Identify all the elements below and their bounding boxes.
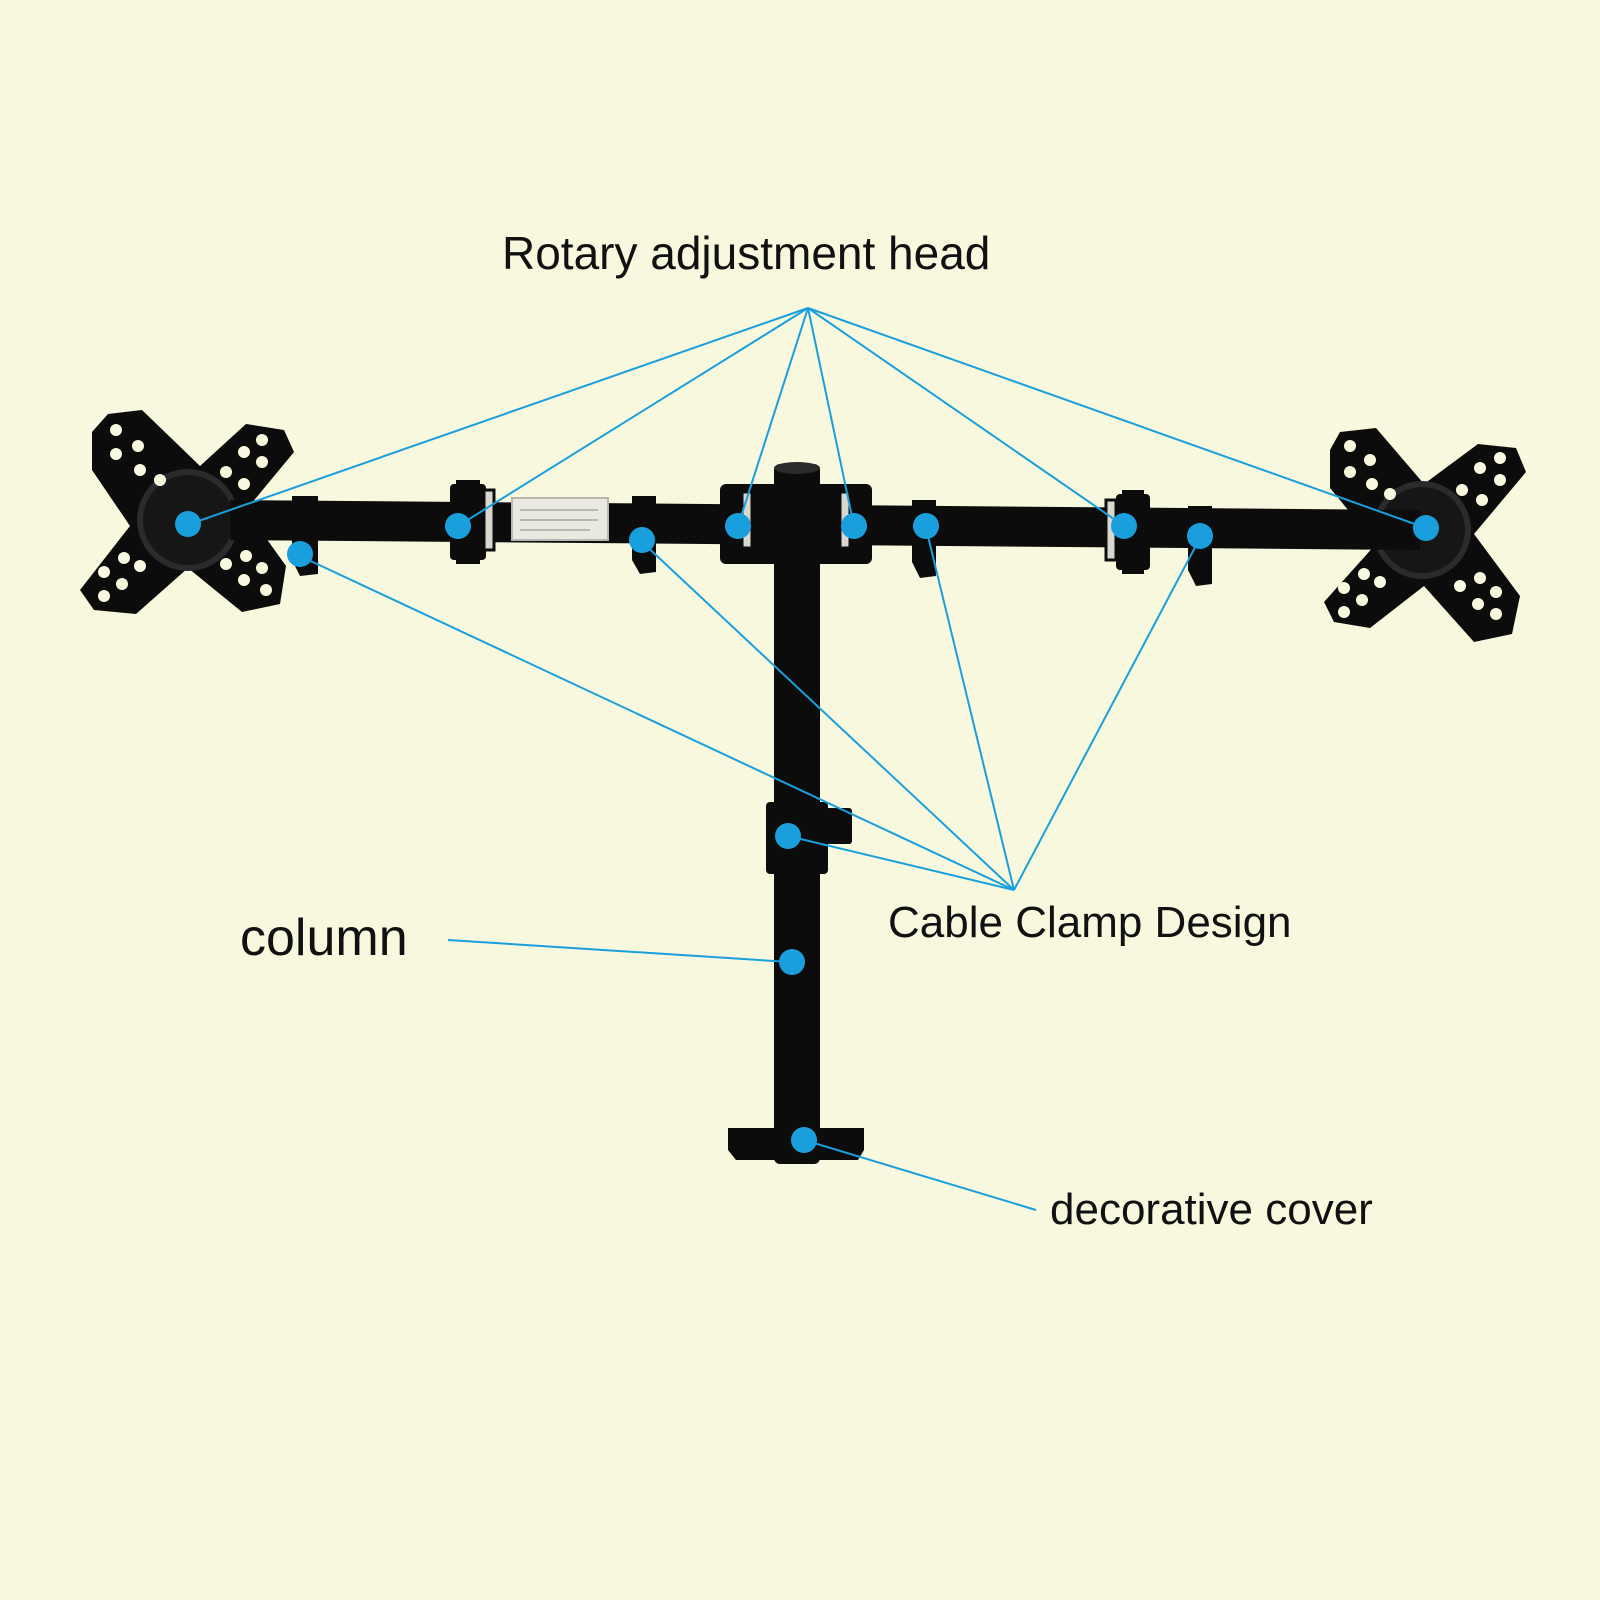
dot-center-right <box>841 513 867 539</box>
dot-left-rotary <box>175 511 201 537</box>
callout-dots <box>175 511 1439 1153</box>
dot-left-joint <box>445 513 471 539</box>
dot-clamp-1 <box>287 541 313 567</box>
dot-right-joint <box>1111 513 1137 539</box>
callout-lines <box>189 307 1427 1211</box>
column-post <box>766 462 852 1164</box>
dot-right-rotary <box>1413 515 1439 541</box>
dot-column-clamp <box>775 823 801 849</box>
label-column: column <box>240 909 408 967</box>
dot-column <box>779 949 805 975</box>
label-decorative-cover: decorative cover <box>1050 1185 1373 1234</box>
label-cable-clamp-design: Cable Clamp Design <box>888 898 1292 947</box>
dot-clamp-2 <box>629 527 655 553</box>
label-rotary-adjustment-head: Rotary adjustment head <box>502 227 991 279</box>
dot-clamp-4 <box>1187 523 1213 549</box>
dot-cover <box>791 1127 817 1153</box>
dot-clamp-3 <box>913 513 939 539</box>
dot-center-left <box>725 513 751 539</box>
